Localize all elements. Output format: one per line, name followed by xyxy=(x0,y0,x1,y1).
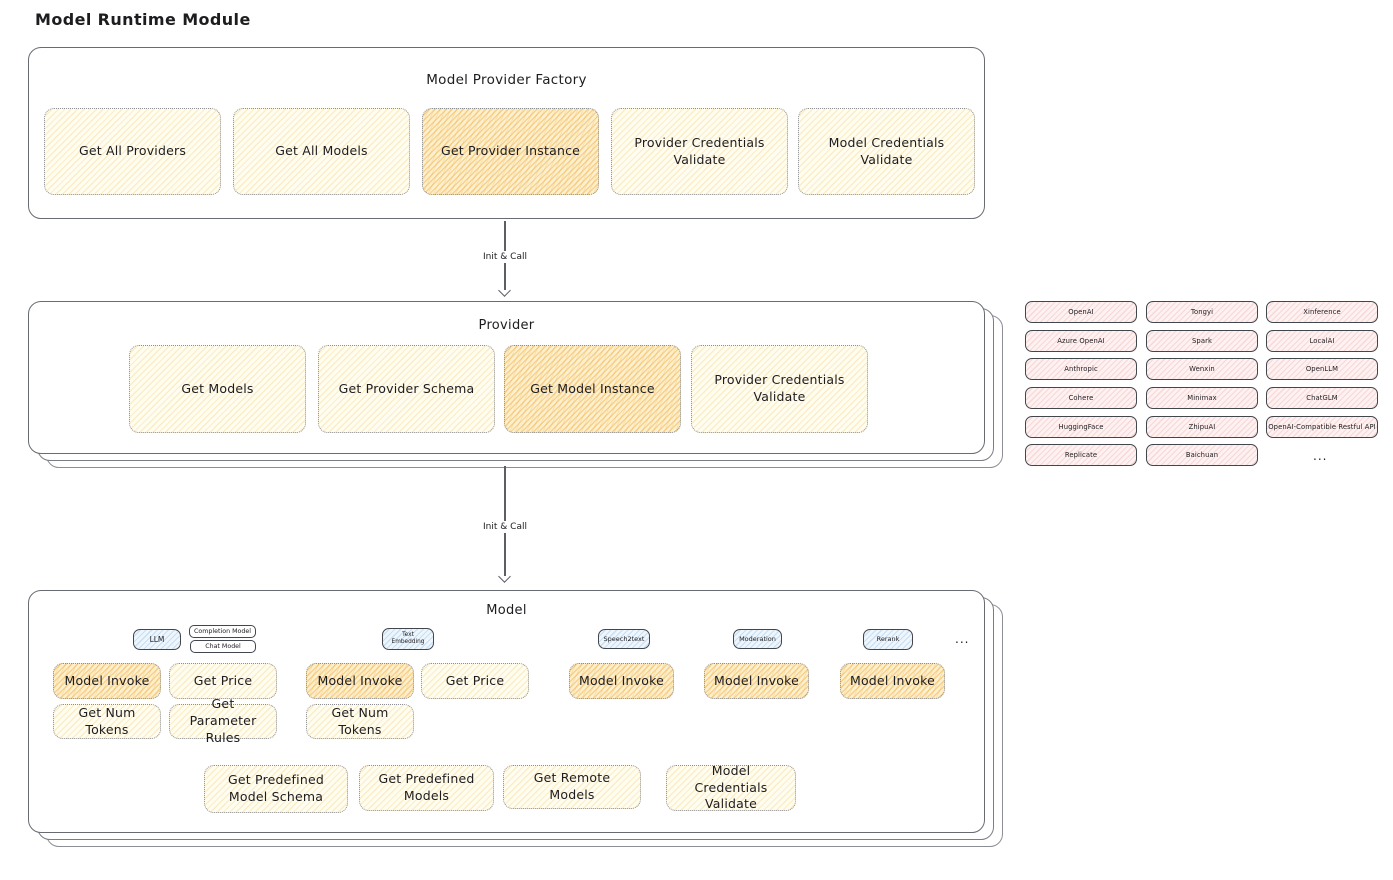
tab-rerank: Rerank xyxy=(863,629,913,650)
provider-chip-openllm: OpenLLM xyxy=(1266,358,1378,380)
provider-chip-replicate: Replicate xyxy=(1025,444,1137,466)
provider-chip-baichuan: Baichuan xyxy=(1146,444,1258,466)
model-panel-stack: Model LLM Completion Model Chat Model Te… xyxy=(28,590,1003,847)
model-method-get-predefined-model-schema: Get Predefined Model Schema xyxy=(204,765,348,813)
tab-moderation: Moderation xyxy=(733,629,782,649)
providers-more-ellipsis: ... xyxy=(1313,449,1328,463)
provider-chip-wenxin: Wenxin xyxy=(1146,358,1258,380)
model-method-llm-get-price: Get Price xyxy=(169,663,277,699)
model-method-llm-get-parameter-rules: Get Parameter Rules xyxy=(169,696,277,745)
model-method-rerank-invoke: Model Invoke xyxy=(840,663,945,699)
model-method-get-predefined-models: Get Predefined Models xyxy=(359,765,494,811)
provider-chip-openai: OpenAI xyxy=(1025,301,1137,323)
model-method-moderation-invoke: Model Invoke xyxy=(704,663,809,699)
provider-panel-stack: Provider Get Models Get Provider Schema … xyxy=(28,301,1003,468)
tab-llm: LLM xyxy=(133,629,181,650)
model-panel: Model LLM Completion Model Chat Model Te… xyxy=(28,590,985,833)
tag-chat-model: Chat Model xyxy=(190,640,256,653)
factory-method-model-credentials-validate: Model Credentials Validate xyxy=(798,108,975,195)
arrow-down-icon xyxy=(497,284,511,297)
factory-method-get-all-models: Get All Models xyxy=(233,108,410,195)
model-method-llm-get-num-tokens: Get Num Tokens xyxy=(53,704,161,739)
provider-method-get-models: Get Models xyxy=(129,345,306,433)
tab-text-embedding: Text Embedding xyxy=(382,628,434,650)
tag-completion-model: Completion Model xyxy=(189,625,256,638)
provider-chip-anthropic: Anthropic xyxy=(1025,358,1137,380)
provider-chip-localai: LocalAI xyxy=(1266,330,1378,352)
init-call-label-bottom: Init & Call xyxy=(478,521,532,533)
provider-title: Provider xyxy=(478,318,535,333)
provider-chip-spark: Spark xyxy=(1146,330,1258,352)
model-method-model-credentials-validate: Model Credentials Validate xyxy=(666,763,796,811)
factory-title: Model Provider Factory xyxy=(426,72,587,88)
model-method-speech2text-invoke: Model Invoke xyxy=(569,663,674,699)
provider-chip-huggingface: HuggingFace xyxy=(1025,416,1137,438)
tab-speech2text: Speech2text xyxy=(598,629,650,649)
provider-chip-zhipuai: ZhipuAI xyxy=(1146,416,1258,438)
model-method-embedding-invoke: Model Invoke xyxy=(306,663,414,699)
arrow-down-icon xyxy=(497,570,511,583)
model-title: Model xyxy=(486,603,527,618)
tabs-more-ellipsis: ... xyxy=(955,632,970,646)
factory-method-get-provider-instance: Get Provider Instance xyxy=(422,108,599,195)
provider-chip-openai-compatible-restful-api: OpenAI-Compatible Restful API xyxy=(1266,416,1378,438)
factory-panel: Model Provider Factory Get All Providers… xyxy=(28,47,985,219)
provider-method-get-model-instance: Get Model Instance xyxy=(504,345,681,433)
model-method-llm-invoke: Model Invoke xyxy=(53,663,161,699)
provider-chip-minimax: Minimax xyxy=(1146,387,1258,409)
provider-method-provider-credentials-validate: Provider Credentials Validate xyxy=(691,345,868,433)
diagram-title: Model Runtime Module xyxy=(35,10,251,29)
provider-panel: Provider Get Models Get Provider Schema … xyxy=(28,301,985,454)
model-method-embedding-get-price: Get Price xyxy=(421,663,529,699)
model-method-get-remote-models: Get Remote Models xyxy=(503,765,641,809)
init-call-label-top: Init & Call xyxy=(478,251,532,263)
provider-chip-chatglm: ChatGLM xyxy=(1266,387,1378,409)
provider-chip-azure-openai: Azure OpenAI xyxy=(1025,330,1137,352)
provider-chip-tongyi: Tongyi xyxy=(1146,301,1258,323)
factory-method-provider-credentials-validate: Provider Credentials Validate xyxy=(611,108,788,195)
model-method-embedding-get-num-tokens: Get Num Tokens xyxy=(306,704,414,739)
provider-chip-cohere: Cohere xyxy=(1025,387,1137,409)
provider-method-get-provider-schema: Get Provider Schema xyxy=(318,345,495,433)
provider-chip-xinference: Xinference xyxy=(1266,301,1378,323)
factory-method-get-all-providers: Get All Providers xyxy=(44,108,221,195)
